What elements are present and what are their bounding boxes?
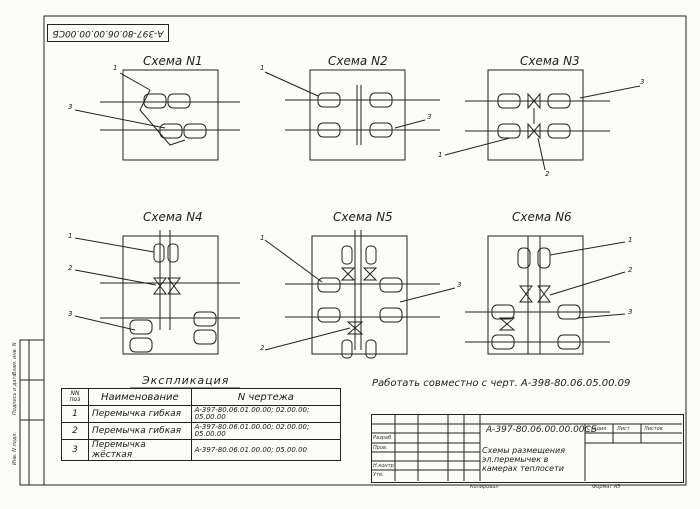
title-block: [371, 414, 684, 483]
title-block-grid: [371, 414, 682, 481]
row-drawing: А-397-80.06.01.00.00; 05.00.00: [190, 439, 342, 461]
table-row: 2 Перемычка гибкая А-397-80.06.01.00.00;…: [61, 422, 342, 440]
scheme-5-diagram: [264, 230, 456, 359]
scheme-6-title: Схема N6: [512, 210, 572, 224]
label-copied: Копировал: [470, 484, 499, 490]
label-format: Формат А3: [592, 484, 621, 490]
scheme-4-diagram: [74, 230, 240, 355]
row-pos: 1: [61, 405, 89, 423]
row-drawing: А-397-80.06.01.00.00; 02.00.00; 05.00.00: [190, 405, 342, 423]
callout-3-scheme-5: 3: [457, 281, 462, 289]
callout-1-scheme-4: 1: [68, 232, 73, 240]
role-checker: Пров.: [373, 445, 388, 451]
row-pos: 3: [61, 439, 89, 461]
label-sheet: Лист: [617, 426, 630, 432]
scheme-4-title: Схема N4: [143, 210, 203, 224]
header-name: Наименование: [88, 388, 192, 406]
label-stage: Стадия: [587, 426, 607, 432]
cross-reference-note: Работать совместно с черт. А-398-80.06.0…: [372, 378, 631, 389]
scheme-1-title: Схема N1: [143, 54, 203, 68]
callout-1-scheme-2: 1: [260, 64, 265, 72]
callout-1-scheme-6: 1: [628, 236, 633, 244]
row-drawing: А-397-80.06.01.00.00; 02.00.00; 05.00.00: [190, 422, 342, 440]
header-pos: NN поз: [61, 388, 89, 406]
row-pos: 2: [61, 422, 89, 440]
callout-1-scheme-1: 1: [113, 64, 118, 72]
explication-table: NN поз Наименование N чертежа 1 Перемычк…: [61, 388, 342, 461]
header-drawing: N чертежа: [190, 388, 342, 406]
explication-header-row: NN поз Наименование N чертежа: [61, 388, 342, 406]
table-row: 1 Перемычка гибкая А-397-80.06.01.00.00;…: [61, 405, 342, 423]
callout-2-scheme-5: 2: [260, 344, 265, 352]
table-row: 3 Перемычка жёсткая А-397-80.06.01.00.00…: [61, 439, 342, 461]
callout-2-scheme-4: 2: [68, 264, 73, 272]
scheme-1-diagram: [74, 69, 240, 161]
scheme-6-diagram: [465, 235, 626, 355]
side-label-inv: Инв. N подл.: [12, 431, 18, 465]
row-name: Перемычка гибкая: [88, 405, 192, 423]
explication-title: Экспликация: [142, 374, 230, 387]
scheme-2-diagram: [264, 69, 440, 161]
callout-1-scheme-3: 1: [438, 151, 443, 159]
scheme-2-title: Схема N2: [328, 54, 388, 68]
title-block-doc-number: А-397-80.06.00.00.00СБ: [486, 425, 597, 435]
scheme-3-title: Схема N3: [520, 54, 580, 68]
callout-3-scheme-6: 3: [628, 308, 633, 316]
callout-3-scheme-1: 3: [68, 103, 73, 111]
row-name: Перемычка гибкая: [88, 422, 192, 440]
top-drawing-number: A-397-80.06.00.00.00CБ: [47, 24, 169, 42]
callout-3-scheme-3: 3: [640, 78, 645, 86]
side-stamp-frame: [19, 339, 45, 486]
callout-2-scheme-3: 2: [545, 170, 550, 178]
label-sheets: Листов: [644, 426, 663, 432]
role-developer: Разраб: [373, 435, 392, 441]
role-norm-control: Н.контр: [373, 463, 394, 469]
side-label-sign: Подпись и дата: [12, 373, 18, 415]
title-block-title: Схемы размещения эл.перемычек в камерах …: [482, 446, 566, 473]
callout-3-scheme-2: 3: [427, 113, 432, 121]
callout-1-scheme-5: 1: [260, 234, 265, 242]
callout-3-scheme-4: 3: [68, 310, 73, 318]
callout-2-scheme-6: 2: [628, 266, 633, 274]
row-name: Перемычка жёсткая: [88, 439, 192, 461]
role-approved: Утв.: [373, 472, 384, 478]
scheme-5-title: Схема N5: [333, 210, 393, 224]
scheme-3-diagram: [444, 69, 641, 171]
sheet-frame: [43, 15, 687, 486]
side-label-replace: Взам. инв. N: [12, 342, 18, 376]
